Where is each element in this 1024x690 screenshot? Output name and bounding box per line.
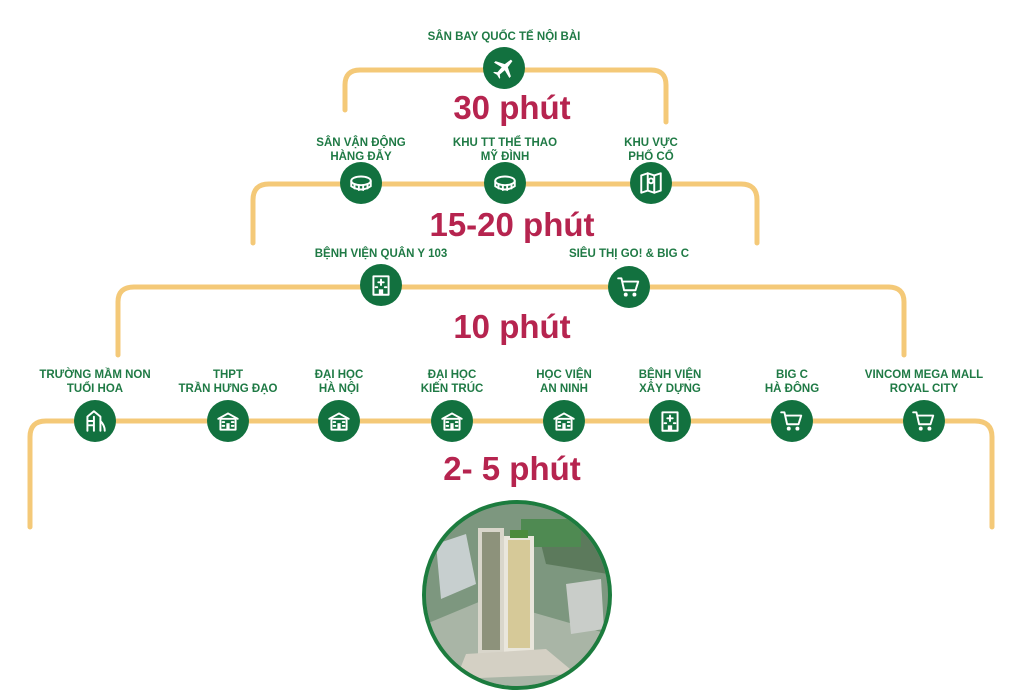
hospital-icon <box>360 264 402 306</box>
arch-tier-10 <box>115 284 907 358</box>
hospital-icon <box>649 400 691 442</box>
time-label-15-20: 15-20 phút <box>429 206 595 243</box>
project-building-image <box>422 500 612 690</box>
stadium-icon <box>484 162 526 204</box>
map-pin-icon <box>630 162 672 204</box>
stadium-icon <box>340 162 382 204</box>
playground-icon <box>74 400 116 442</box>
arch-tier-2-5 <box>27 418 995 530</box>
node-label: SIÊU THỊ GO! & BIG C <box>568 248 690 260</box>
time-label-2-5: 2- 5 phút <box>443 450 581 487</box>
school-icon <box>431 400 473 442</box>
shopping-cart-icon <box>608 266 650 308</box>
time-label-10: 10 phút <box>453 308 571 345</box>
shopping-cart-icon <box>903 400 945 442</box>
school-icon <box>207 400 249 442</box>
node-label: BỆNH VIỆN QUÂN Y 103 <box>314 248 448 260</box>
node-label: SÂN BAY QUỐC TẾ NỘI BÀI <box>427 31 581 43</box>
school-icon <box>543 400 585 442</box>
time-label-30: 30 phút <box>453 89 571 126</box>
airplane-icon <box>483 47 525 89</box>
building-illustration <box>426 504 608 686</box>
shopping-cart-icon <box>771 400 813 442</box>
school-icon <box>318 400 360 442</box>
